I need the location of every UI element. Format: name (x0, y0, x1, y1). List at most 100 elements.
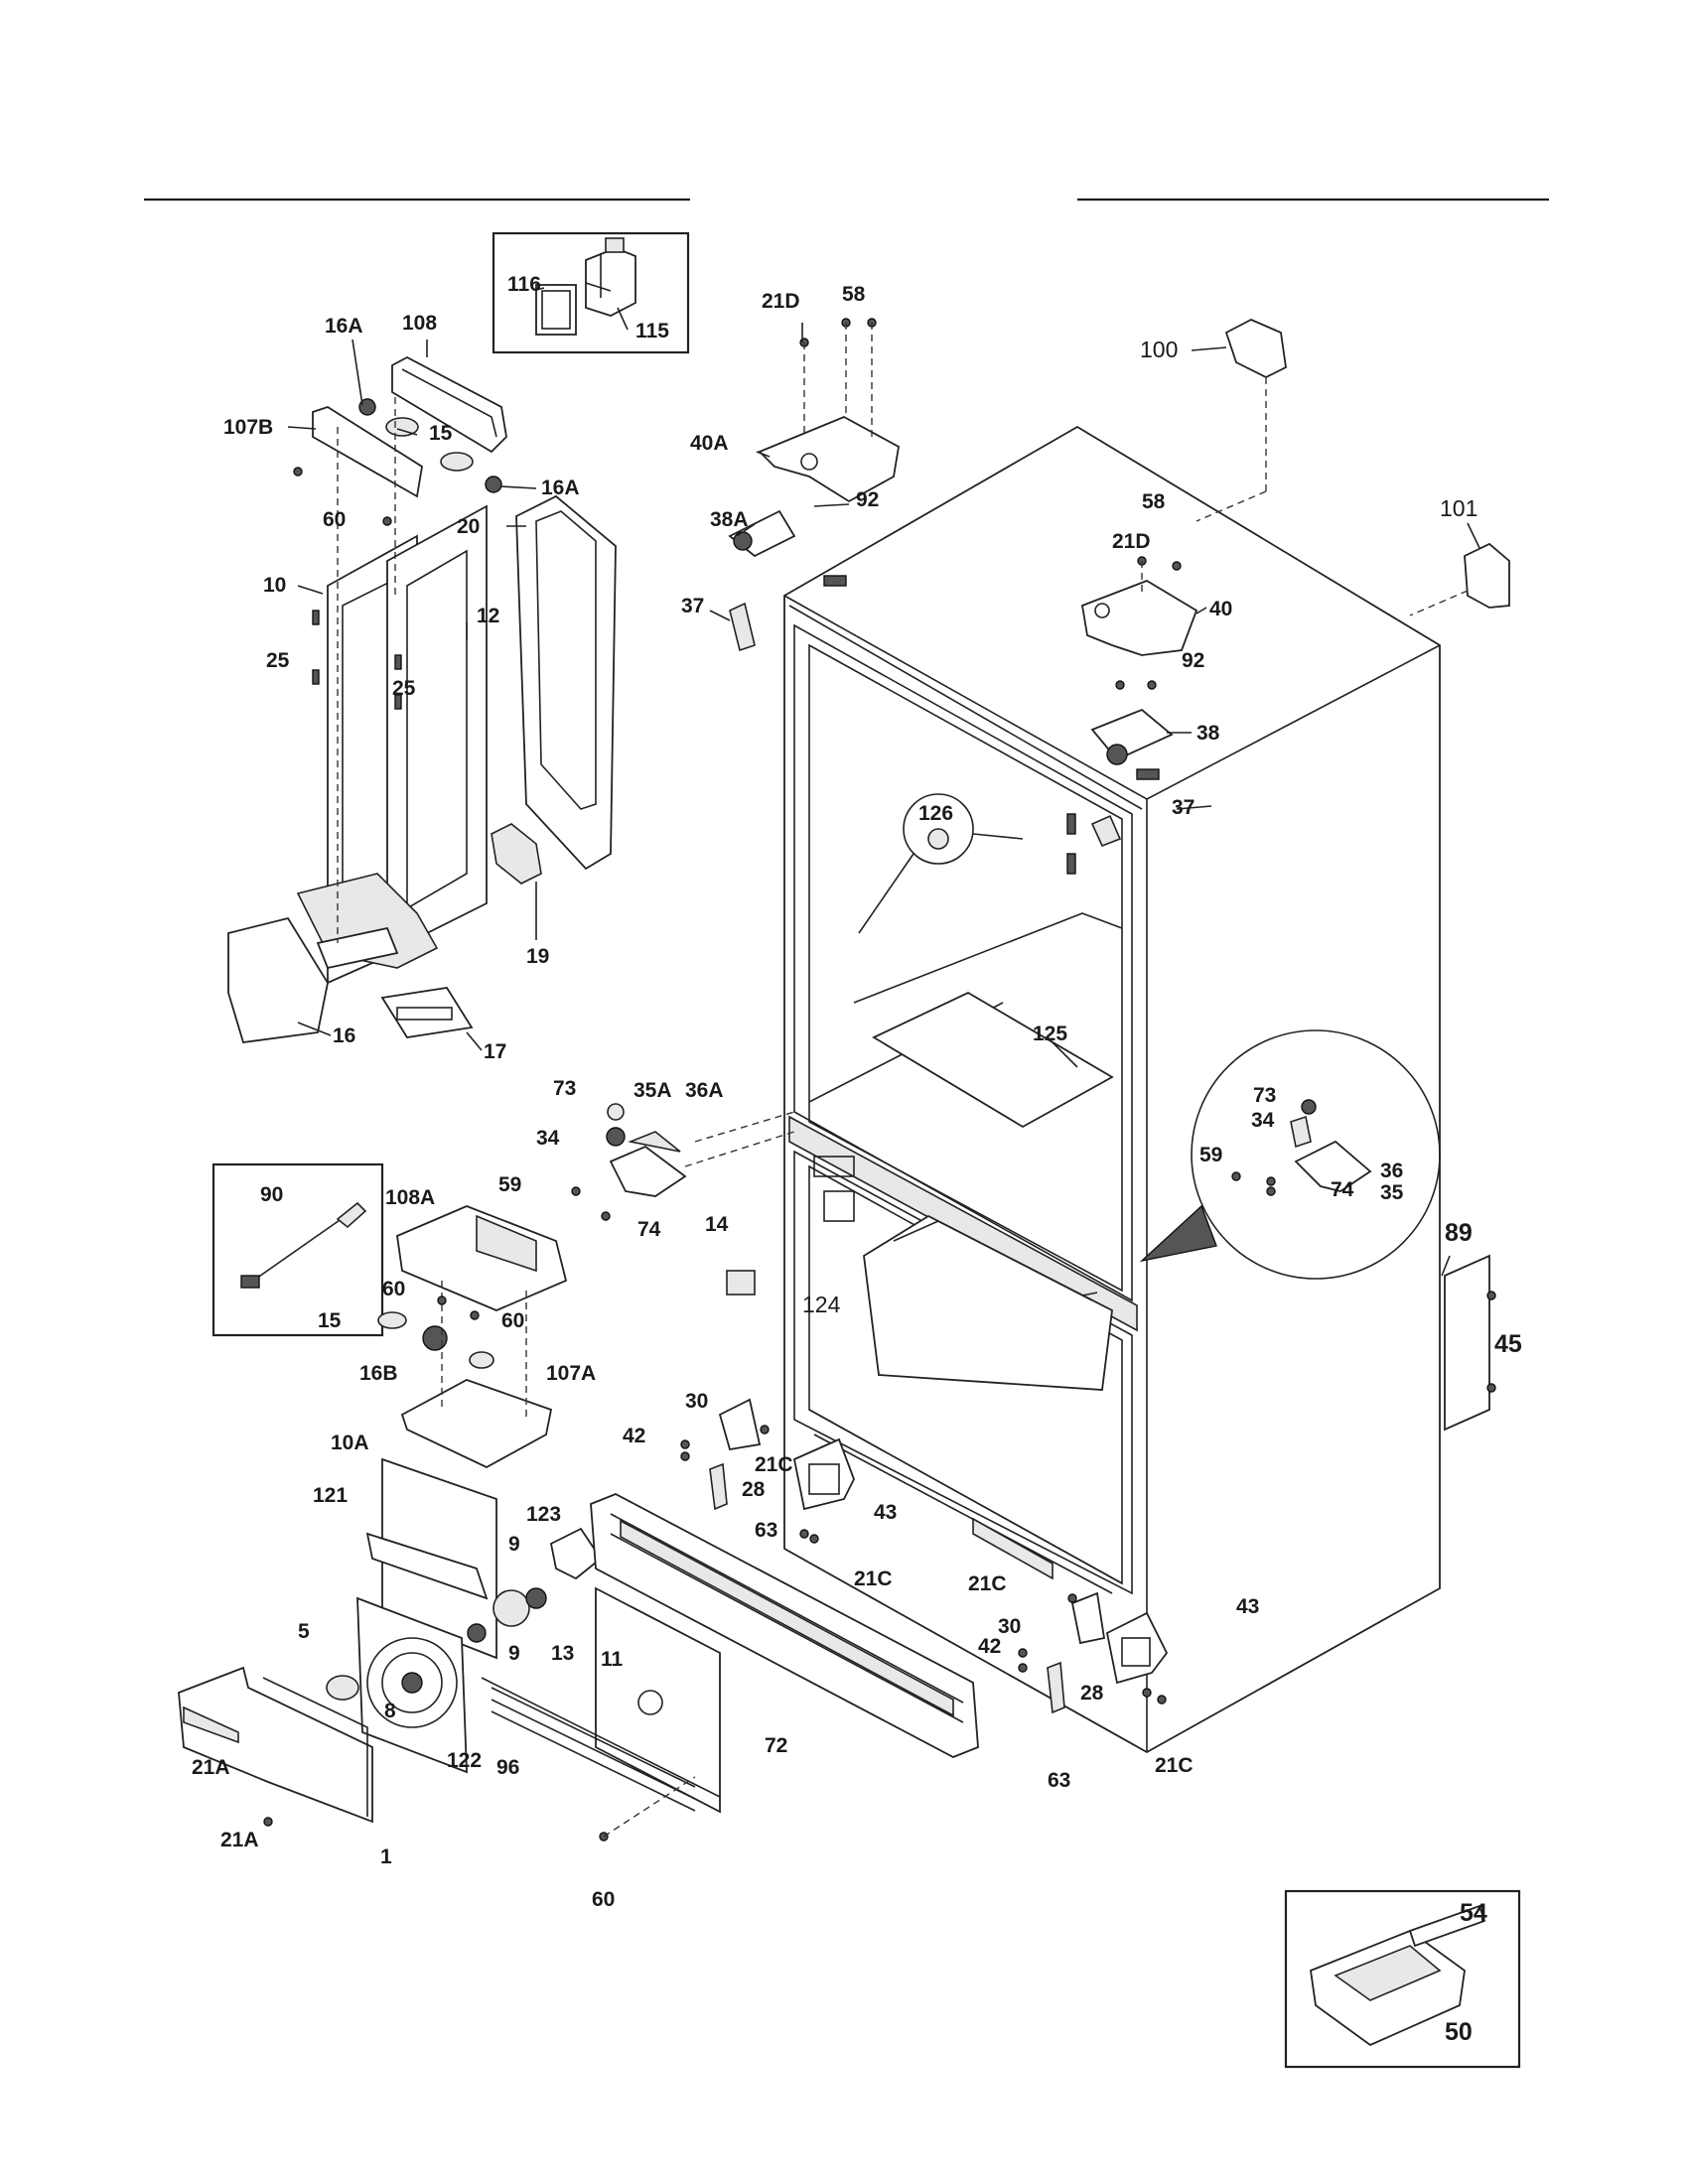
label-126: 126 (918, 802, 953, 825)
top-hinge-right (1080, 556, 1198, 848)
label-35: 35 (1380, 1181, 1404, 1204)
label-40: 40 (1209, 598, 1232, 620)
label-37-left: 37 (681, 595, 704, 617)
label-60-top: 60 (323, 508, 346, 531)
label-43-right: 43 (1236, 1595, 1259, 1618)
label-107a: 107A (546, 1362, 596, 1385)
label-15-mid: 15 (318, 1309, 342, 1332)
refrigerator-cabinet (783, 425, 1441, 1754)
label-100: 100 (1140, 337, 1178, 362)
label-59-right: 59 (1199, 1144, 1222, 1166)
label-16a-top: 16A (325, 315, 363, 338)
label-92-top: 92 (856, 488, 879, 511)
label-45: 45 (1494, 1330, 1522, 1358)
light-housing-assembly (377, 1205, 568, 1469)
leader-lines (287, 287, 1480, 1297)
label-73-right: 73 (1253, 1084, 1276, 1107)
label-15-top: 15 (429, 422, 453, 445)
label-34-left: 34 (536, 1127, 560, 1150)
label-115: 115 (635, 320, 669, 342)
label-14: 14 (705, 1213, 729, 1236)
label-9-a: 9 (508, 1533, 520, 1556)
label-89: 89 (1445, 1219, 1473, 1247)
label-9-b: 9 (508, 1642, 520, 1665)
label-96: 96 (496, 1756, 519, 1779)
label-59-left: 59 (498, 1173, 521, 1196)
label-108: 108 (402, 312, 437, 335)
label-123: 123 (526, 1503, 561, 1526)
label-50: 50 (1445, 2018, 1473, 2046)
fan-and-cover-assembly (178, 1457, 721, 1842)
label-63-left: 63 (755, 1519, 777, 1542)
inset-box-90 (211, 1162, 384, 1337)
label-73-left: 73 (553, 1077, 576, 1100)
label-58-top: 58 (842, 283, 866, 306)
label-30-right: 30 (998, 1615, 1021, 1638)
label-60-a: 60 (382, 1278, 405, 1300)
label-11: 11 (601, 1648, 624, 1671)
callout-126 (858, 793, 1024, 934)
label-122: 122 (447, 1749, 482, 1772)
label-19: 19 (526, 945, 549, 968)
top-hinge-left (728, 318, 900, 652)
label-58-right: 58 (1142, 490, 1166, 513)
label-42-left: 42 (623, 1425, 645, 1447)
label-21c-d: 21C (1155, 1754, 1194, 1777)
inset-box-54-50 (1284, 1889, 1521, 2069)
label-10a: 10A (331, 1432, 369, 1454)
label-107b: 107B (223, 416, 273, 439)
bracket-101 (1409, 542, 1510, 616)
label-43-left: 43 (874, 1501, 897, 1524)
label-21a-b: 21A (220, 1829, 259, 1851)
bottom-hinge-left (680, 1398, 855, 1544)
label-21c-c: 21C (968, 1572, 1007, 1595)
label-60-bottom: 60 (592, 1888, 615, 1911)
bracket-100 (1196, 319, 1287, 522)
label-74-left: 74 (637, 1218, 661, 1241)
label-72: 72 (765, 1734, 787, 1757)
label-36a: 36A (685, 1079, 724, 1102)
label-37-right: 37 (1172, 796, 1195, 819)
label-34-right: 34 (1251, 1109, 1275, 1132)
label-21c-b: 21C (854, 1568, 893, 1590)
label-121: 121 (313, 1484, 348, 1507)
hinge-detail-callout (1139, 1029, 1441, 1280)
label-12: 12 (477, 605, 499, 627)
side-panel-89 (1444, 1254, 1496, 1432)
label-38: 38 (1196, 722, 1220, 745)
center-hinge-left (571, 1103, 795, 1221)
label-17: 17 (484, 1040, 506, 1063)
bottom-hinge-right (1018, 1591, 1169, 1714)
label-42-right: 42 (978, 1635, 1001, 1658)
label-20: 20 (457, 515, 480, 538)
label-21d-right: 21D (1112, 530, 1151, 553)
label-30-left: 30 (685, 1390, 708, 1413)
label-92-right: 92 (1182, 649, 1204, 672)
label-38a: 38A (710, 508, 749, 531)
label-108a: 108A (385, 1186, 435, 1209)
label-21c-a: 21C (755, 1453, 793, 1476)
label-10: 10 (263, 574, 286, 597)
label-21a-a: 21A (192, 1756, 230, 1779)
kickplate-grille (590, 1493, 979, 1758)
label-8: 8 (384, 1700, 396, 1722)
label-60-b: 60 (501, 1309, 524, 1332)
label-90: 90 (260, 1183, 283, 1206)
label-40a: 40A (690, 432, 729, 455)
label-1: 1 (380, 1845, 392, 1868)
label-25-b: 25 (392, 677, 416, 700)
label-13: 13 (551, 1642, 574, 1665)
label-35a: 35A (633, 1079, 672, 1102)
label-36: 36 (1380, 1160, 1403, 1182)
label-74-right: 74 (1331, 1178, 1354, 1201)
inset-box-116-115 (492, 231, 690, 354)
label-16a-mid: 16A (541, 477, 580, 499)
label-54: 54 (1460, 1899, 1487, 1927)
label-63-right: 63 (1048, 1769, 1070, 1792)
label-28-right: 28 (1080, 1682, 1104, 1705)
label-25-a: 25 (266, 649, 290, 672)
part-labels: 116 115 108 16A 107B 15 16A 60 20 10 12 … (192, 273, 1522, 2046)
label-28-left: 28 (742, 1478, 766, 1501)
label-125: 125 (1033, 1023, 1067, 1045)
